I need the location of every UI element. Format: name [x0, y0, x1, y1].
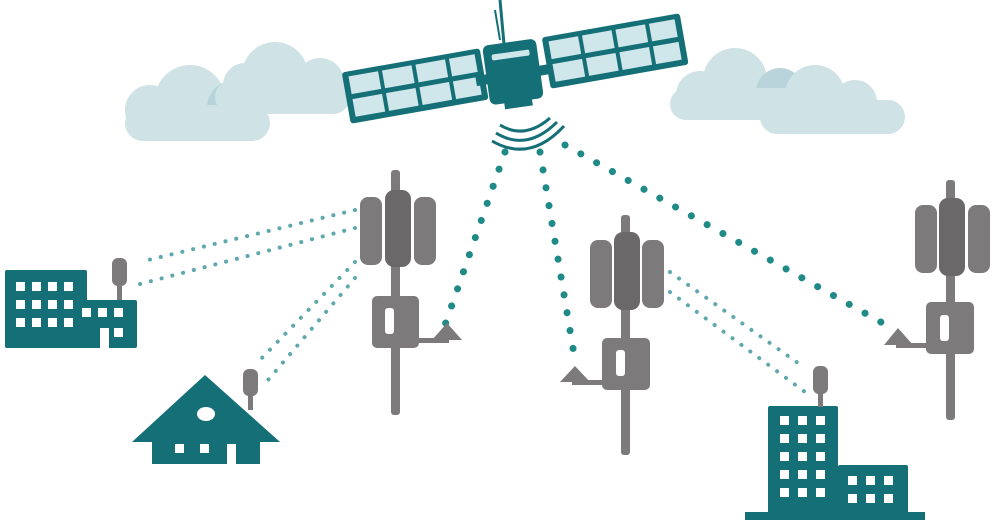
house-icon	[132, 369, 280, 464]
ground-links	[138, 208, 807, 394]
tower-2-link-building-a	[668, 270, 807, 370]
cell-tower-icon-3	[884, 180, 990, 420]
tower-1-link-office-b	[138, 226, 357, 286]
tower-1-link-house-b	[266, 276, 357, 382]
cloud-icon-right	[670, 48, 905, 134]
cpe-antenna-icon-house	[243, 369, 258, 410]
cpe-antenna-icon-building	[813, 366, 828, 407]
tower-1-link-house-a	[256, 260, 357, 364]
tower-2-link-building-b	[668, 290, 807, 394]
satellite-icon	[342, 0, 689, 151]
office-building-icon	[5, 258, 137, 348]
cell-tower-icon-1	[360, 170, 462, 415]
satellite-links	[441, 141, 899, 364]
cpe-antenna-icon-office	[112, 258, 127, 300]
tall-building-icon	[745, 366, 925, 520]
cell-tower-icon-2	[560, 215, 664, 455]
cloud-icon-left	[125, 42, 350, 141]
tower-1-link-office-a	[138, 208, 357, 264]
sat-link-to-tower-1	[441, 148, 509, 329]
sat-link-to-tower-2	[536, 148, 579, 364]
